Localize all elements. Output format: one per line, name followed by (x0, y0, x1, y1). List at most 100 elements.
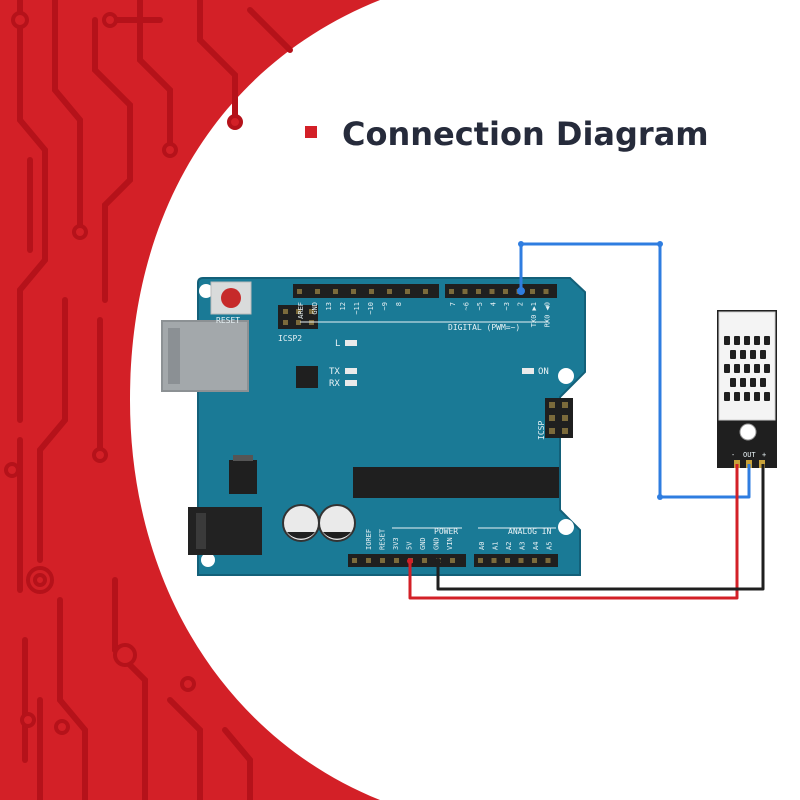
grille-slot (730, 378, 736, 387)
header-pin (315, 289, 320, 294)
grille-slot (760, 350, 766, 359)
grille-slot (724, 392, 730, 401)
pin-label: RX0 ◀0 (544, 302, 552, 327)
grille-slot (764, 392, 770, 401)
pin-label: A4 (532, 542, 540, 550)
header-pin (530, 289, 535, 294)
wire-gnd-black (436, 464, 765, 591)
pin-label: ~6 (463, 302, 471, 310)
wire-endpoint-corner (657, 494, 663, 500)
pin-label: AREF (297, 302, 305, 319)
capacitor-right (318, 504, 356, 542)
header-pin (423, 289, 428, 294)
usb-chip (296, 366, 318, 388)
title-group: Connection Diagram (305, 115, 709, 153)
sensor-minus-label: - (731, 451, 735, 459)
reset-button-cap (221, 288, 241, 308)
voltage-regulator-tab (233, 455, 253, 461)
header-pin (532, 558, 537, 563)
pin-label: GND (311, 302, 319, 315)
pin-label: A1 (492, 542, 500, 550)
grille-slot (744, 392, 750, 401)
mount-hole (558, 519, 574, 535)
header-pin (543, 289, 549, 294)
digital-header-left (293, 284, 439, 298)
led-on-label: ON (538, 367, 549, 377)
led-rx (345, 380, 357, 386)
pin-label: ~11 (353, 302, 361, 315)
grille-slot (754, 364, 760, 373)
pin-label: 5V (406, 541, 414, 550)
header-pin (505, 558, 510, 563)
icsp-header (545, 398, 573, 438)
analog-header (474, 554, 558, 567)
header-pin (545, 558, 551, 563)
wire-endpoint-corner (657, 241, 663, 247)
pin-label: IOREF (365, 529, 373, 550)
led-l-label: L (335, 339, 340, 349)
circuit-traces (17, 0, 293, 800)
wire-endpoint-d2 (517, 287, 525, 295)
header-pin (489, 289, 495, 294)
grille-slot (740, 378, 746, 387)
grille-slot (724, 336, 730, 345)
power-label: POWER (434, 527, 458, 536)
grille-slot (734, 364, 740, 373)
wires (408, 242, 765, 600)
header-pin (462, 289, 468, 294)
dht-sensor: - OUT + (717, 310, 777, 468)
pin-label: RESET (379, 528, 387, 550)
grille-slot (764, 336, 770, 345)
header-pin (422, 558, 427, 563)
grille-slot (724, 364, 730, 373)
header-pin (405, 289, 410, 294)
pin-label: 12 (339, 302, 347, 310)
wire-endpoint-5v (407, 558, 413, 564)
led-tx (345, 368, 357, 374)
mount-hole (201, 553, 215, 567)
grille-slot (744, 364, 750, 373)
pin-label: 2 (517, 302, 525, 306)
header-pin (333, 289, 338, 294)
pin-label: TX0 ▶1 (530, 302, 538, 327)
wire-data-blue (519, 242, 751, 499)
sensor-out-label: OUT (743, 451, 756, 459)
pin-label: A5 (546, 542, 554, 550)
red-panel (0, 0, 380, 800)
header-pin (394, 558, 399, 563)
pin-label: 4 (490, 302, 498, 306)
wire-vcc-red (408, 464, 739, 600)
pin-label: ~5 (476, 302, 484, 310)
wire-endpoint-corner (518, 241, 524, 247)
grille-slot (764, 364, 770, 373)
pin-label: A0 (478, 542, 486, 550)
led-rx-label: RX (329, 379, 340, 389)
header-pin (297, 289, 302, 294)
title-bullet (305, 126, 317, 138)
grille-slot (750, 350, 756, 359)
grille-slot (744, 336, 750, 345)
header-pin (503, 289, 508, 294)
microcontroller-chip (353, 467, 559, 498)
circuit-pads (4, 11, 243, 735)
header-pin (518, 558, 524, 563)
led-l (345, 340, 357, 346)
grille-slot (730, 350, 736, 359)
header-pin (491, 558, 497, 563)
board-body (197, 277, 586, 576)
header-pin (369, 289, 374, 294)
icsp-label: ICSP (537, 421, 546, 440)
analog-label: ANALOG IN (508, 527, 552, 536)
pin-label: ~10 (367, 302, 375, 315)
pin-label: A2 (505, 542, 513, 550)
pin-label: 8 (395, 302, 403, 306)
header-pin (387, 289, 392, 294)
pin-label: GND (433, 537, 441, 550)
usb-port-inner (168, 328, 180, 384)
pin-label: 7 (449, 302, 457, 306)
grille-slot (760, 378, 766, 387)
